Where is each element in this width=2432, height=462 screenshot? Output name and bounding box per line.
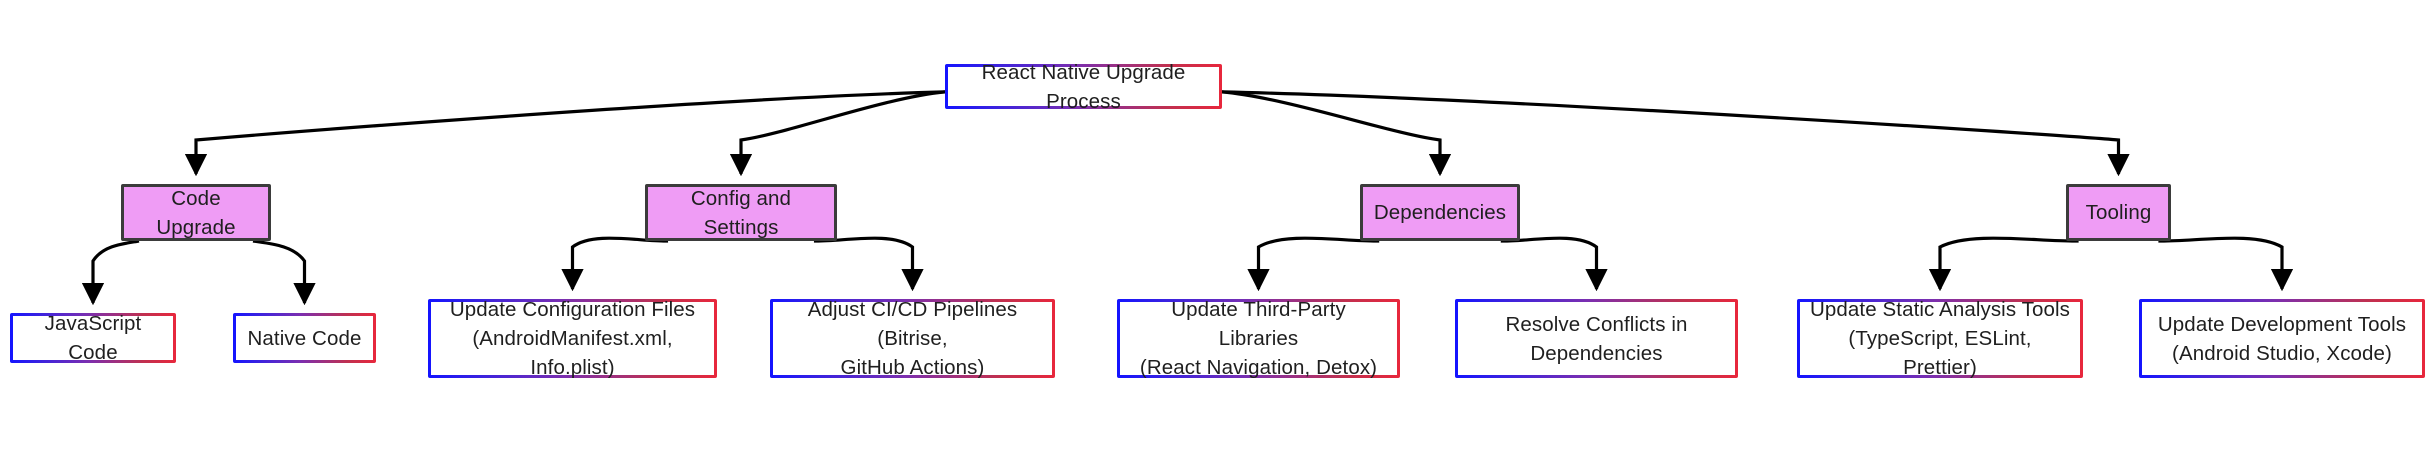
edge-tooling-to-update-static-analysis-tools <box>1928 236 2079 292</box>
node-tooling-label: Tooling <box>2085 201 2152 224</box>
node-native-code[interactable]: Native Code <box>233 313 376 363</box>
edge-dependencies-to-resolve-conflicts-in-dependencies <box>1500 236 1608 292</box>
node-update-development-tools-label: Update Development Tools (Android Studio… <box>2157 312 2407 365</box>
node-update-third-party-libraries[interactable]: Update Third-Party Libraries (React Navi… <box>1117 298 1400 379</box>
node-dependencies-label: Dependencies <box>1373 201 1507 224</box>
edge-root-to-code-upgrade <box>184 90 946 177</box>
node-javascript-code[interactable]: JavaScript Code <box>10 312 176 364</box>
edge-config-and-settings-to-update-configuration-files <box>561 236 669 292</box>
node-update-static-analysis-tools[interactable]: Update Static Analysis Tools (TypeScript… <box>1797 298 2083 379</box>
node-update-configuration-files[interactable]: Update Configuration Files (AndroidManif… <box>428 298 717 379</box>
edge-config-and-settings-to-adjust-ci-cd-pipelines <box>813 236 924 292</box>
node-root-label: React Native Upgrade Process <box>981 60 1186 113</box>
edge-root-to-config-and-settings <box>729 90 946 177</box>
node-update-static-analysis-tools-label: Update Static Analysis Tools (TypeScript… <box>1810 298 2070 379</box>
node-adjust-ci-cd-pipelines[interactable]: Adjust CI/CD Pipelines (Bitrise, GitHub … <box>770 298 1055 379</box>
node-root[interactable]: React Native Upgrade Process <box>945 61 1222 113</box>
node-update-development-tools[interactable]: Update Development Tools (Android Studio… <box>2139 299 2425 378</box>
edge-tooling-to-update-development-tools <box>2158 236 2294 292</box>
node-resolve-conflicts-in-dependencies[interactable]: Resolve Conflicts in Dependencies <box>1455 299 1738 378</box>
edge-code-upgrade-to-javascript-code <box>81 239 140 306</box>
node-config-and-settings-label: Config and Settings <box>690 186 792 239</box>
edge-root-to-dependencies <box>1221 90 1452 177</box>
edge-root-to-tooling <box>1221 90 2130 177</box>
edge-code-upgrade-to-native-code <box>252 239 316 306</box>
edge-dependencies-to-update-third-party-libraries <box>1247 236 1380 292</box>
node-native-code-label: Native Code <box>247 326 362 350</box>
node-resolve-conflicts-in-dependencies-label: Resolve Conflicts in Dependencies <box>1505 312 1688 365</box>
node-dependencies[interactable]: Dependencies <box>1360 184 1520 241</box>
node-config-and-settings[interactable]: Config and Settings <box>645 184 837 241</box>
node-code-upgrade-label: Code Upgrade <box>156 186 236 239</box>
node-tooling[interactable]: Tooling <box>2066 184 2171 241</box>
node-javascript-code-label: JavaScript Code <box>44 312 142 364</box>
node-code-upgrade[interactable]: Code Upgrade <box>121 184 271 241</box>
node-adjust-ci-cd-pipelines-label: Adjust CI/CD Pipelines (Bitrise, GitHub … <box>807 298 1018 379</box>
node-update-third-party-libraries-label: Update Third-Party Libraries (React Navi… <box>1139 298 1378 379</box>
node-update-configuration-files-label: Update Configuration Files (AndroidManif… <box>449 298 696 379</box>
